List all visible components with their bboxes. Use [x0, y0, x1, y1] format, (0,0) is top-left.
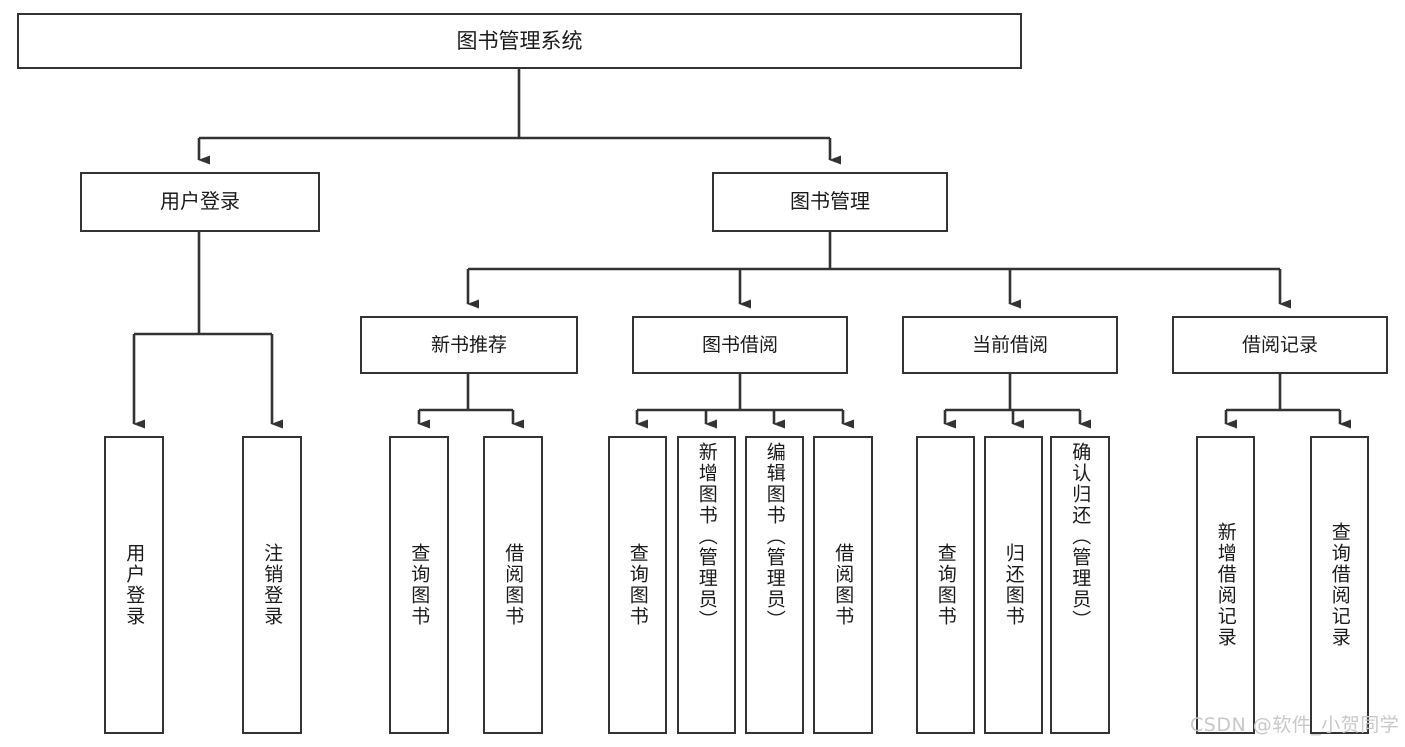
- node-root-label: 图书管理系统: [456, 28, 583, 53]
- node-leaf-query-book-current[interactable]: 查询图书: [916, 436, 975, 734]
- node-leaf-user-login-label: 用户登录: [123, 543, 146, 627]
- node-new-book-recommend-label: 新书推荐: [430, 333, 507, 356]
- watermark: CSDN @软件_小贺同学: [1190, 714, 1400, 736]
- node-leaf-add-book-label: 新增图书（管理员）: [695, 442, 718, 631]
- node-current-borrow[interactable]: 当前借阅: [902, 316, 1118, 374]
- node-leaf-query-book-recommend[interactable]: 查询图书: [389, 436, 449, 734]
- node-borrow-record[interactable]: 借阅记录: [1172, 316, 1388, 374]
- node-leaf-confirm-return[interactable]: 确认归还（管理员）: [1050, 436, 1110, 734]
- node-leaf-query-book-borrow-label: 查询图书: [626, 543, 649, 627]
- node-book-borrow-label: 图书借阅: [701, 333, 778, 356]
- node-leaf-query-record[interactable]: 查询借阅记录: [1310, 436, 1369, 734]
- node-leaf-add-record-label: 新增借阅记录: [1214, 522, 1237, 648]
- node-leaf-borrow-book[interactable]: 借阅图书: [813, 436, 873, 734]
- node-leaf-add-record[interactable]: 新增借阅记录: [1196, 436, 1255, 734]
- node-leaf-borrow-book-recommend-label: 借阅图书: [502, 543, 525, 627]
- node-leaf-logout[interactable]: 注销登录: [242, 436, 302, 734]
- node-leaf-confirm-return-label: 确认归还（管理员）: [1069, 442, 1092, 631]
- node-leaf-edit-book[interactable]: 编辑图书（管理员）: [745, 436, 804, 734]
- node-borrow-record-label: 借阅记录: [1241, 333, 1318, 356]
- node-leaf-query-book-recommend-label: 查询图书: [408, 543, 431, 627]
- node-leaf-return-book[interactable]: 归还图书: [984, 436, 1043, 734]
- node-user-login-label: 用户登录: [160, 189, 240, 214]
- node-leaf-edit-book-label: 编辑图书（管理员）: [763, 442, 786, 631]
- node-leaf-add-book[interactable]: 新增图书（管理员）: [677, 436, 736, 734]
- node-book-borrow[interactable]: 图书借阅: [632, 316, 848, 374]
- node-leaf-borrow-book-label: 借阅图书: [832, 543, 855, 627]
- node-root[interactable]: 图书管理系统: [17, 13, 1022, 69]
- node-leaf-logout-label: 注销登录: [261, 543, 284, 627]
- node-leaf-query-book-current-label: 查询图书: [934, 543, 957, 627]
- node-book-management[interactable]: 图书管理: [712, 172, 948, 232]
- node-leaf-user-login[interactable]: 用户登录: [104, 436, 164, 734]
- node-leaf-return-book-label: 归还图书: [1002, 543, 1025, 627]
- node-user-login[interactable]: 用户登录: [80, 172, 320, 232]
- node-leaf-borrow-book-recommend[interactable]: 借阅图书: [483, 436, 543, 734]
- node-leaf-query-book-borrow[interactable]: 查询图书: [608, 436, 667, 734]
- node-current-borrow-label: 当前借阅: [971, 333, 1048, 356]
- node-leaf-query-record-label: 查询借阅记录: [1328, 522, 1351, 648]
- node-book-management-label: 图书管理: [790, 189, 870, 214]
- node-new-book-recommend[interactable]: 新书推荐: [360, 316, 578, 374]
